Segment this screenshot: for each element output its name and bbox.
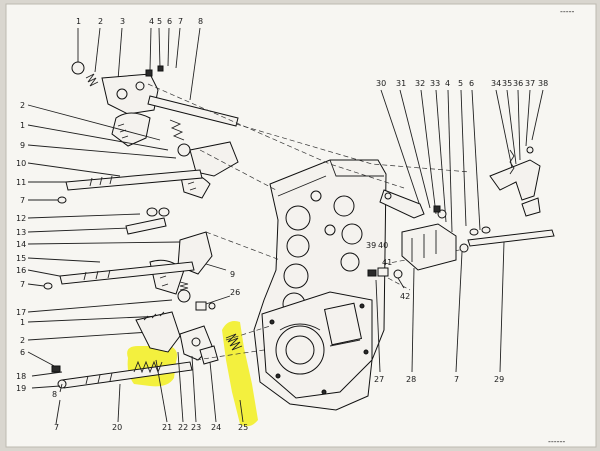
left-shaft-assemblies bbox=[27, 104, 239, 341]
callout: 4 bbox=[149, 17, 154, 26]
callout: 9 bbox=[20, 141, 25, 150]
callout: 40 bbox=[378, 241, 388, 250]
callout: 36 bbox=[513, 79, 523, 88]
highlight-spring-25 bbox=[222, 321, 258, 427]
callout: 1 bbox=[20, 121, 25, 130]
callout: 21 bbox=[162, 423, 172, 432]
callout: 24 bbox=[211, 423, 221, 432]
callout: 6 bbox=[20, 348, 25, 357]
callouts-bottom: 20 21 22 23 24 25 bbox=[112, 423, 248, 432]
callout: 41 bbox=[382, 258, 392, 267]
corner-mark: ----- bbox=[560, 7, 575, 16]
callout: 6 bbox=[469, 79, 474, 88]
right-side-parts bbox=[367, 89, 555, 373]
callout: 15 bbox=[16, 254, 26, 263]
callout: 29 bbox=[494, 375, 504, 384]
callout: 14 bbox=[16, 240, 26, 249]
callout: 25 bbox=[238, 423, 248, 432]
callout: 9 bbox=[230, 270, 235, 279]
callout: 32 bbox=[415, 79, 425, 88]
callouts-right-middle: 39 40 41 42 bbox=[366, 241, 410, 301]
callout: 26 bbox=[230, 288, 240, 297]
callout: 3 bbox=[120, 17, 125, 26]
callout: 35 bbox=[502, 79, 512, 88]
callout: 5 bbox=[458, 79, 463, 88]
upper-selector-assembly bbox=[71, 27, 239, 147]
callout: 7 bbox=[54, 423, 59, 432]
callout: 28 bbox=[406, 375, 416, 384]
callout: 37 bbox=[525, 79, 535, 88]
callout: 2 bbox=[20, 101, 25, 110]
callouts-top-left: 1 2 3 4 5 6 7 8 bbox=[76, 17, 203, 26]
callout: 31 bbox=[396, 79, 406, 88]
callout: 2 bbox=[98, 17, 103, 26]
callout: 2 bbox=[20, 336, 25, 345]
callout: 18 bbox=[16, 372, 26, 381]
callout: 7 bbox=[20, 196, 25, 205]
callout: 10 bbox=[16, 159, 26, 168]
callout: 16 bbox=[16, 266, 26, 275]
gearbox-housing bbox=[253, 159, 387, 411]
callout: 42 bbox=[400, 292, 410, 301]
bottom-mark: ------ bbox=[548, 437, 565, 446]
callout: 8 bbox=[198, 17, 203, 26]
callout: 23 bbox=[191, 423, 201, 432]
callout: 13 bbox=[16, 228, 26, 237]
callout: 30 bbox=[376, 79, 386, 88]
callout: 1 bbox=[76, 17, 81, 26]
callout: 7 bbox=[454, 375, 459, 384]
callout: 12 bbox=[16, 214, 26, 223]
callout: 20 bbox=[112, 423, 122, 432]
callout: 7 bbox=[178, 17, 183, 26]
callout: 19 bbox=[16, 384, 26, 393]
callouts-bottom-right: 27 28 7 29 bbox=[374, 375, 504, 384]
callout: 34 bbox=[491, 79, 501, 88]
callout: 5 bbox=[157, 17, 162, 26]
callout: 38 bbox=[538, 79, 548, 88]
callout: 4 bbox=[445, 79, 450, 88]
callouts-left: 2 1 9 10 11 7 12 13 14 15 16 7 17 1 2 6 … bbox=[16, 101, 59, 432]
callout: 1 bbox=[20, 318, 25, 327]
lower-selector-assembly bbox=[27, 263, 258, 427]
callout: 8 bbox=[52, 390, 57, 399]
callout: 39 bbox=[366, 241, 376, 250]
callout: 11 bbox=[16, 178, 26, 187]
callouts-middle: 9 26 bbox=[230, 270, 240, 297]
callout: 17 bbox=[16, 308, 26, 317]
callouts-top-right: 30 31 32 33 4 5 6 34 35 36 37 38 bbox=[376, 79, 548, 88]
callout: 22 bbox=[178, 423, 188, 432]
callout: 27 bbox=[374, 375, 384, 384]
callout: 7 bbox=[20, 280, 25, 289]
callout: 33 bbox=[430, 79, 440, 88]
callout: 6 bbox=[167, 17, 172, 26]
